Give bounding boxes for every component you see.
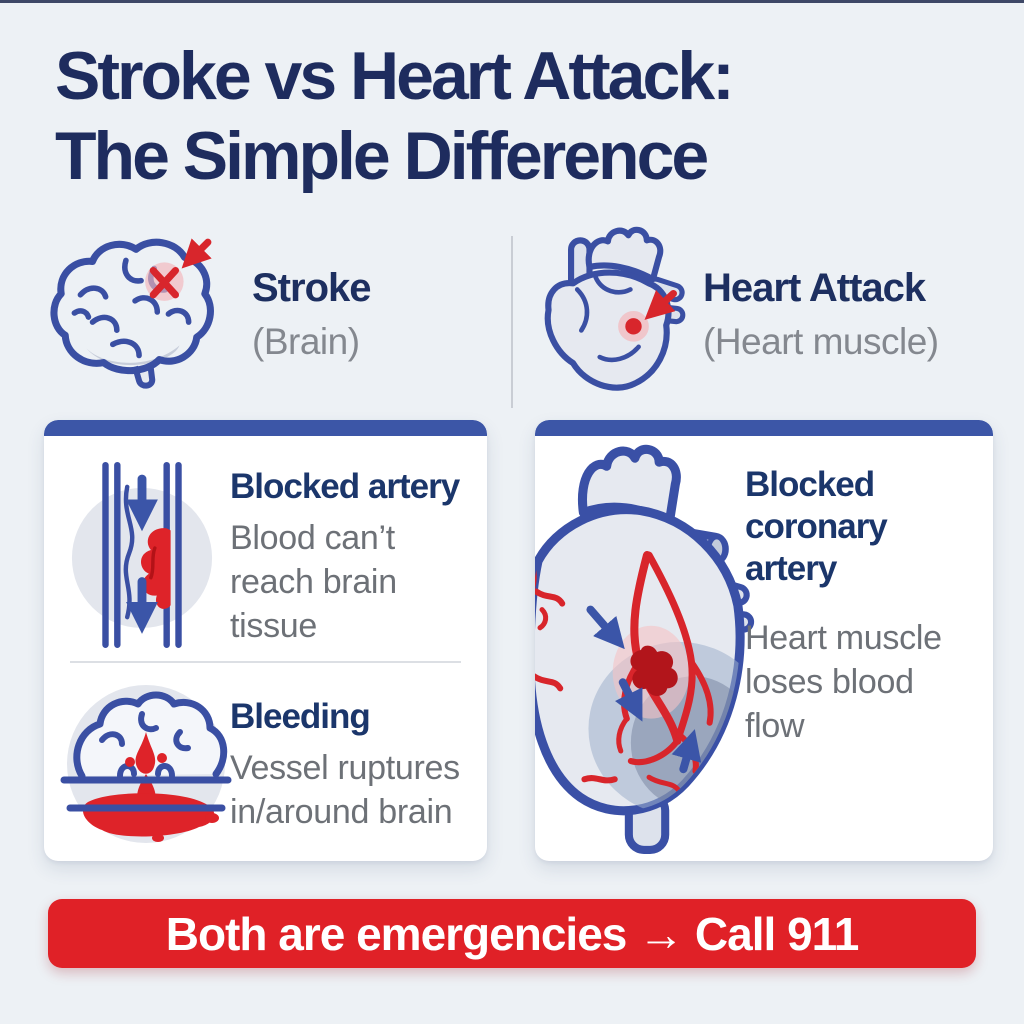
heart-attack-header: Heart Attack (Heart muscle)	[703, 266, 939, 363]
blocked-artery-icon	[71, 461, 213, 648]
heart-attack-card-topbar	[535, 420, 993, 436]
blocked-coronary-artery-illustration	[535, 444, 755, 854]
emergency-banner: Both are emergencies → Call 911	[48, 899, 976, 968]
header-divider	[511, 236, 513, 408]
blocked-coronary-heading: Blocked coronary artery	[745, 465, 888, 588]
stroke-card-topbar	[44, 420, 487, 436]
emergency-banner-text: Both are emergencies → Call 911	[165, 907, 860, 960]
heart-icon	[544, 226, 686, 391]
stroke-header: Stroke (Brain)	[252, 266, 371, 363]
blocked-artery-description: Blood can’t reach brain tissue	[230, 519, 397, 645]
bleeding-heading: Bleeding	[230, 697, 371, 736]
bleeding-description: Vessel ruptures in/around brain	[230, 749, 460, 831]
card-row-divider	[70, 661, 461, 663]
blocked-coronary-description: Heart muscle loses blood flow	[745, 619, 942, 745]
bleeding-brain-icon	[60, 685, 232, 843]
heart-attack-card: Blocked coronary artery Heart muscle los…	[535, 420, 993, 861]
title-line-1: Stroke vs Heart Attack:	[55, 38, 735, 114]
heart-attack-label: Heart Attack	[703, 266, 926, 310]
stroke-label: Stroke	[252, 266, 371, 310]
stroke-card: Blocked artery Blood can’t reach brain t…	[44, 420, 487, 861]
stroke-sublabel: (Brain)	[252, 321, 360, 362]
heart-attack-sublabel: (Heart muscle)	[703, 321, 939, 362]
blocked-artery-heading: Blocked artery	[230, 467, 460, 506]
page-title: Stroke vs Heart Attack: The Simple Diffe…	[55, 36, 735, 196]
top-edge-line	[0, 0, 1024, 3]
title-line-2: The Simple Difference	[55, 118, 709, 194]
brain-icon	[50, 238, 214, 389]
